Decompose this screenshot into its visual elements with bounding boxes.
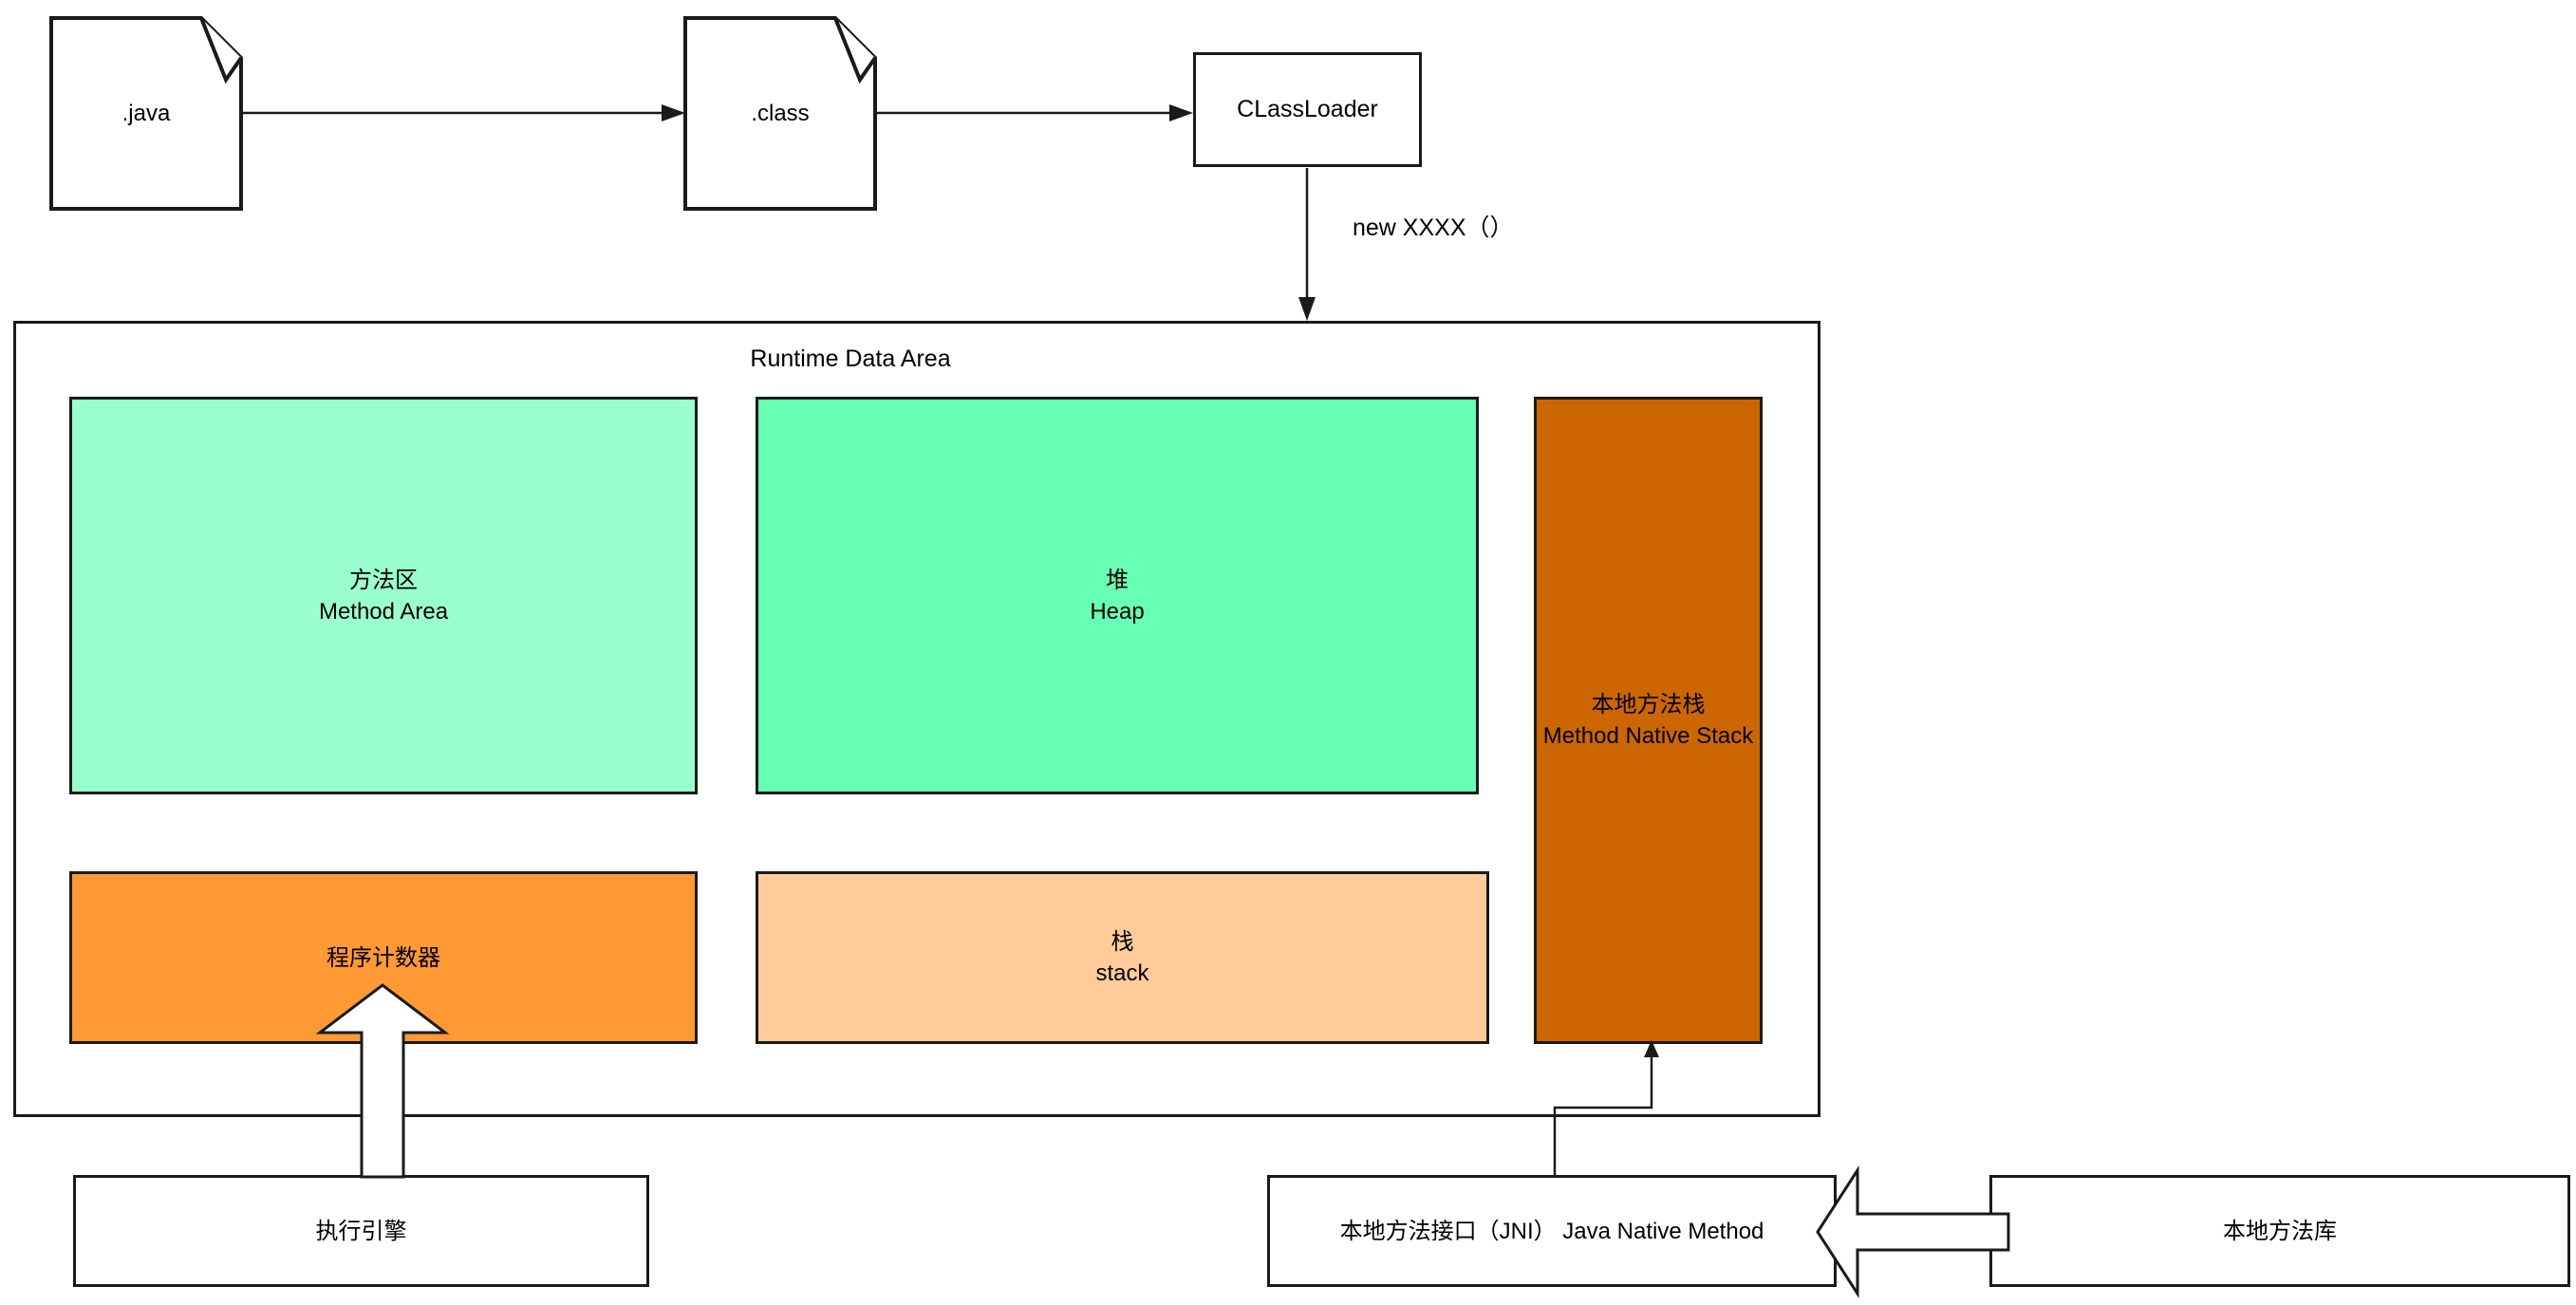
pc-register-box: 程序计数器 bbox=[69, 871, 698, 1044]
runtime-data-area-title: Runtime Data Area bbox=[750, 345, 951, 372]
pc-register-label-zh: 程序计数器 bbox=[327, 944, 440, 971]
native-method-library-label: 本地方法库 bbox=[2223, 1218, 2337, 1244]
class-file-label: .class bbox=[751, 100, 810, 126]
execution-engine-label: 执行引擎 bbox=[315, 1218, 407, 1244]
arrow-classloader-to-runtime bbox=[1298, 168, 1316, 321]
arrow-class-to-classloader bbox=[877, 104, 1193, 121]
block-arrow-library-to-jni bbox=[1816, 1165, 2010, 1299]
stack-label-zh: 栈 bbox=[1111, 929, 1134, 955]
java-file-label: .java bbox=[121, 100, 171, 126]
heap-box: 堆 Heap bbox=[756, 397, 1479, 794]
native-method-stack-box: 本地方法栈 Method Native Stack bbox=[1534, 397, 1763, 1044]
runtime-data-area-container bbox=[13, 321, 1820, 1117]
stack-label-en: stack bbox=[1095, 960, 1149, 986]
arrow-java-to-class bbox=[243, 104, 685, 121]
new-call-label: new XXXX（） bbox=[1353, 214, 1514, 241]
native-method-stack-label-zh: 本地方法栈 bbox=[1591, 692, 1706, 718]
jni-label: 本地方法接口（JNI） Java Native Method bbox=[1339, 1218, 1764, 1244]
jni-box: 本地方法接口（JNI） Java Native Method bbox=[1267, 1175, 1837, 1287]
classloader-label: CLassLoader bbox=[1237, 96, 1378, 122]
execution-engine-box: 执行引擎 bbox=[73, 1175, 649, 1287]
method-area-label-zh: 方法区 bbox=[349, 567, 418, 593]
heap-label-en: Heap bbox=[1090, 598, 1145, 625]
classloader-box: CLassLoader bbox=[1193, 52, 1422, 167]
stack-box: 栈 stack bbox=[756, 871, 1489, 1044]
method-area-box: 方法区 Method Area bbox=[69, 397, 698, 794]
native-method-library-box: 本地方法库 bbox=[1989, 1175, 2570, 1287]
method-area-label-en: Method Area bbox=[318, 598, 449, 625]
native-method-stack-label-en: Method Native Stack bbox=[1542, 723, 1754, 749]
heap-label-zh: 堆 bbox=[1106, 567, 1129, 593]
